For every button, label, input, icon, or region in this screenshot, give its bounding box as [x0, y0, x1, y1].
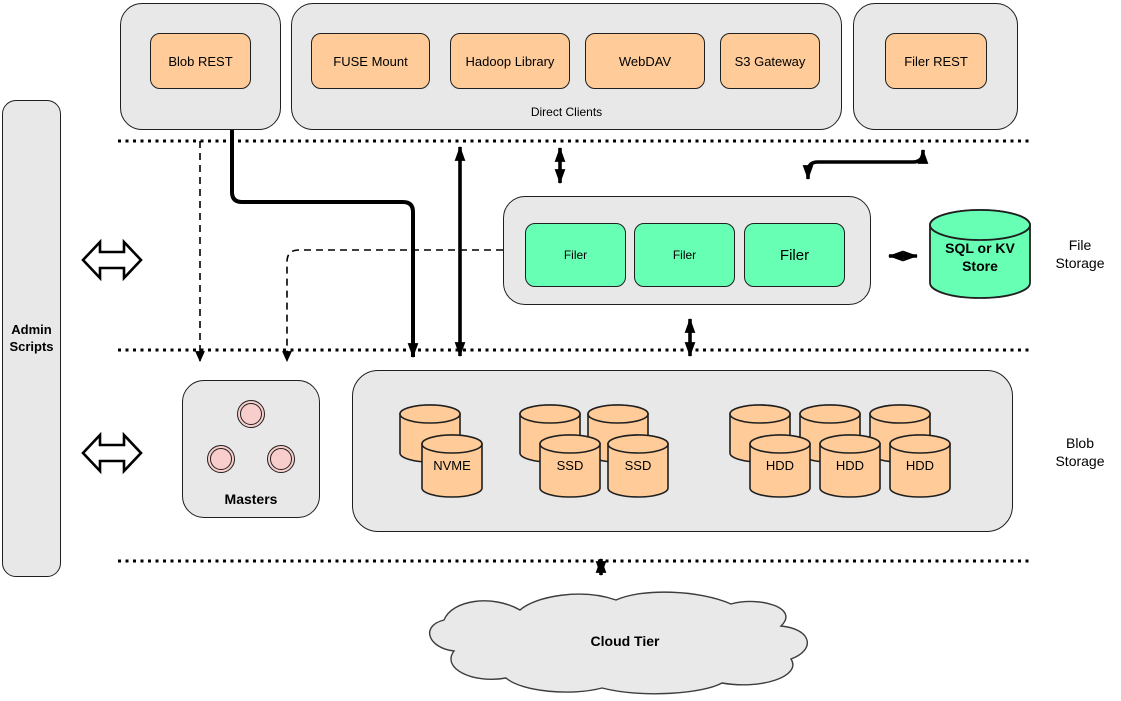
admin-scripts-label-line2: Scripts — [9, 338, 54, 354]
filer-rest-filer-arrow — [802, 148, 929, 181]
fuse-mount-node: FUSE Mount — [311, 33, 430, 89]
admin-file-storage-double-arrow-icon — [81, 238, 143, 282]
sql-store-label-line1: SQL or KV — [945, 240, 1015, 256]
ssd-label: SSD — [624, 458, 652, 473]
filer-label-2: Filer — [672, 248, 697, 262]
hdd-label: HDD — [905, 458, 935, 473]
filer-to-masters-dashed-arrow — [282, 249, 503, 363]
ssd-label: SSD — [556, 458, 584, 473]
cloud-tier-label: Cloud Tier — [590, 633, 660, 649]
file-storage-label-line2: Storage — [1055, 254, 1105, 271]
hdd-label: HDD — [765, 458, 795, 473]
masters-label: Masters — [224, 491, 278, 507]
filer-node-1: Filer — [525, 223, 626, 287]
s3-gateway-node: S3 Gateway — [720, 33, 820, 89]
filer-label-3: Filer — [779, 246, 810, 264]
file-storage-label-line1: File — [1068, 237, 1092, 253]
master-circle-icon — [237, 400, 265, 428]
master-circle-icon — [207, 445, 235, 473]
s3-gateway-label: S3 Gateway — [734, 53, 806, 69]
hdd-label: HDD — [835, 458, 865, 473]
webdav-node: WebDAV — [585, 33, 705, 89]
blob-rest-to-volumes-arrow — [230, 130, 419, 359]
sql-store-label-line2: Store — [962, 257, 998, 274]
admin-scripts-label-line1: Admin — [11, 321, 52, 337]
admin-scripts-node: Admin Scripts — [2, 100, 61, 577]
master-circle-icon — [267, 445, 295, 473]
masters-group — [182, 380, 320, 518]
filer-label-1: Filer — [563, 248, 588, 262]
hadoop-library-node: Hadoop Library — [450, 33, 570, 89]
direct-clients-caption: Direct Clients — [530, 105, 603, 119]
filer-rest-node: Filer REST — [885, 33, 987, 89]
filer-node-2: Filer — [634, 223, 735, 287]
hadoop-library-label: Hadoop Library — [465, 53, 555, 69]
blob-storage-label-line1: Blob — [1065, 435, 1095, 451]
nvme-label: NVME — [433, 458, 471, 473]
blob-rest-label: Blob REST — [168, 53, 233, 69]
blob-storage-label-line2: Storage — [1055, 452, 1105, 469]
filer-node-3: Filer — [744, 223, 845, 287]
admin-blob-storage-double-arrow-icon — [81, 431, 143, 475]
blob-storage-group — [352, 370, 1013, 532]
filer-rest-label: Filer REST — [904, 53, 968, 69]
fuse-mount-label: FUSE Mount — [333, 53, 408, 69]
webdav-label: WebDAV — [618, 53, 672, 69]
blob-rest-node: Blob REST — [150, 33, 251, 89]
